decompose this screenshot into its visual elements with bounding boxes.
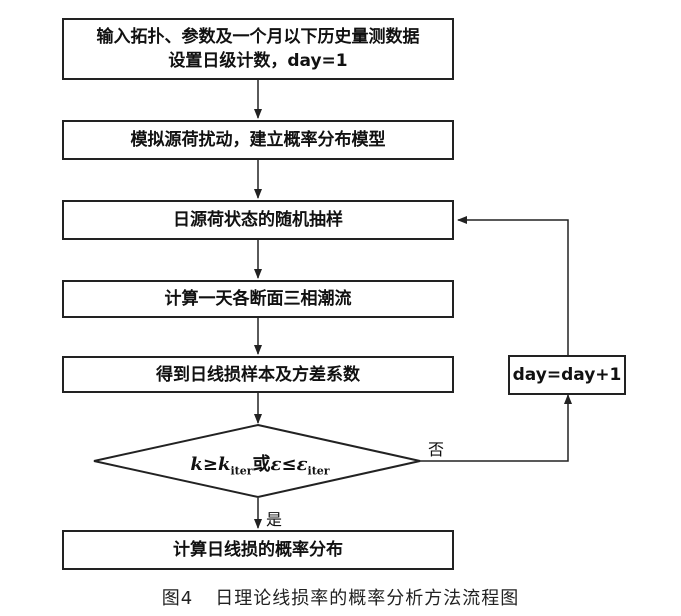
figure-title: 日理论线损率的概率分析方法流程图 — [215, 588, 520, 609]
step-input-box: 输入拓扑、参数及一个月以下历史量测数据 设置日级计数，day=1 — [62, 18, 454, 80]
decision-diamond — [93, 423, 421, 499]
cond-geq: ≥ — [202, 454, 218, 475]
cond-or: 或 — [252, 454, 271, 475]
step-flow-box: 计算一天各断面三相潮流 — [62, 280, 454, 318]
step-sample-label: 日源荷状态的随机抽样 — [173, 210, 343, 230]
cond-k-iter-sub: iter — [230, 464, 253, 478]
step-increment-box: day=day+1 — [508, 355, 626, 395]
no-label: 否 — [428, 440, 445, 459]
cond-k: k — [190, 454, 203, 475]
step-stats-box: 得到日线损样本及方差系数 — [62, 356, 454, 393]
cond-k-iter: k — [217, 454, 231, 475]
step-model-label: 模拟源荷扰动，建立概率分布模型 — [130, 130, 386, 150]
step-flow-label: 计算一天各断面三相潮流 — [164, 289, 352, 309]
step-result-box: 计算日线损的概率分布 — [62, 530, 454, 570]
arrow-decision-to-increment — [420, 394, 572, 462]
cond-leq: ≤ — [281, 454, 297, 475]
step-increment-label: day=day+1 — [512, 365, 622, 385]
step-stats-label: 得到日线损样本及方差系数 — [156, 364, 360, 385]
cond-eps-iter-sub: iter — [307, 464, 330, 478]
step-input-line1: 输入拓扑、参数及一个月以下历史量测数据 — [96, 27, 420, 47]
yes-label: 是 — [266, 510, 283, 529]
step-sample-box: 日源荷状态的随机抽样 — [62, 200, 454, 240]
figure-caption: 图4 日理论线损率的概率分析方法流程图 — [0, 584, 681, 610]
cond-eps-iter: ε — [296, 454, 308, 475]
figure-number: 图4 — [161, 588, 194, 609]
cond-eps: ε — [270, 454, 282, 475]
step-input-line2: 设置日级计数，day=1 — [168, 51, 348, 71]
arrow-increment-to-sample — [457, 216, 569, 355]
step-model-box: 模拟源荷扰动，建立概率分布模型 — [62, 120, 454, 160]
step-result-label: 计算日线损的概率分布 — [173, 540, 343, 560]
decision-condition: k≥kiter或ε≤εiter — [160, 450, 360, 478]
